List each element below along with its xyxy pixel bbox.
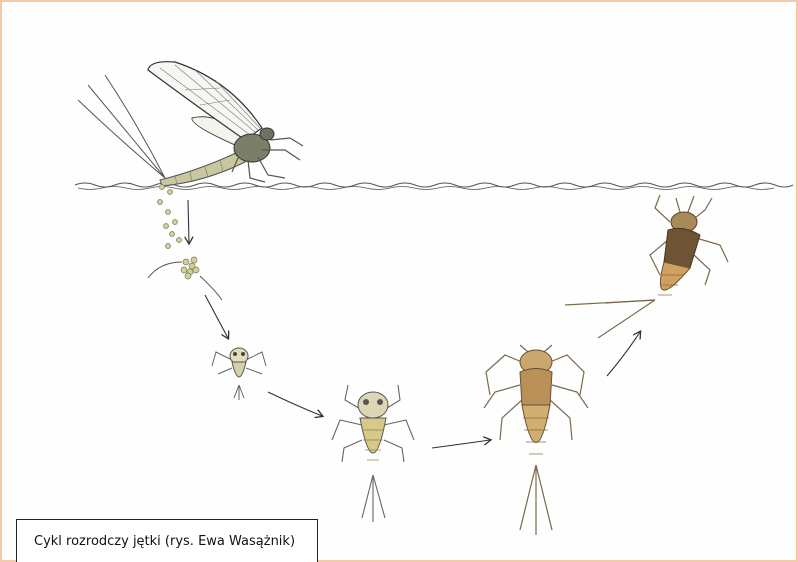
adult-mayfly <box>78 62 303 186</box>
arrow-to-larva-3 <box>432 440 490 448</box>
arrow-eggs-down <box>188 200 189 243</box>
young-larva <box>212 348 266 400</box>
caption-box: Cykl rozrodczy jętki (rys. Ewa Wasążnik) <box>16 519 318 562</box>
larva-3 <box>484 345 588 535</box>
mature-nymph <box>565 195 728 338</box>
arrows <box>188 200 640 448</box>
arrow-to-young-larva <box>205 295 228 338</box>
eggs <box>158 185 200 280</box>
larva-2 <box>332 385 414 522</box>
caption-text: Cykl rozrodczy jętki (rys. Ewa Wasążnik) <box>34 534 295 549</box>
arrow-to-larva-2 <box>268 392 322 416</box>
water-surface-line <box>75 183 793 190</box>
arrow-to-mature-nymph <box>607 332 640 376</box>
